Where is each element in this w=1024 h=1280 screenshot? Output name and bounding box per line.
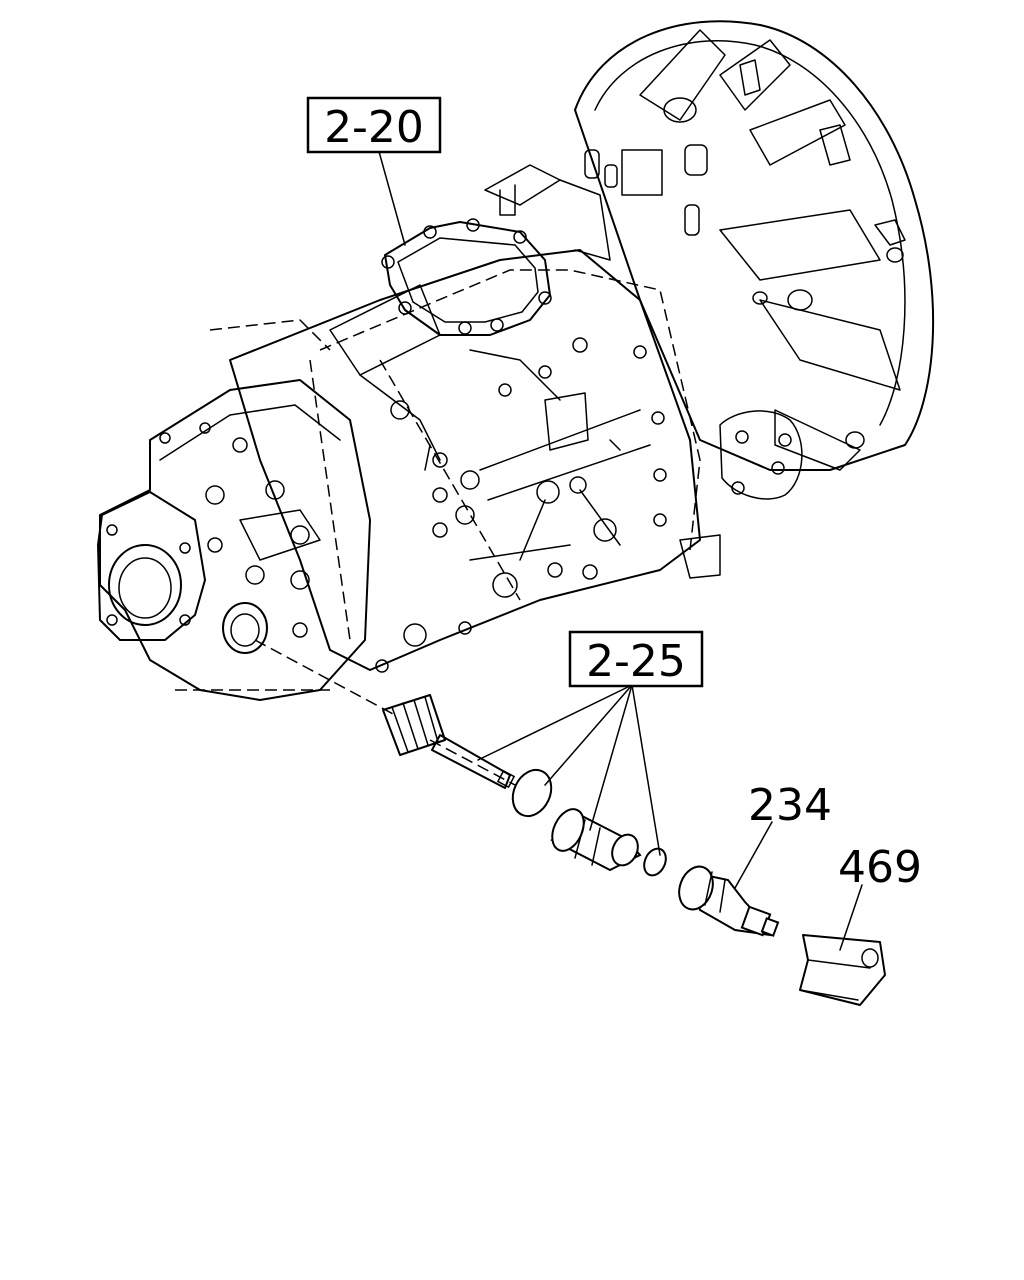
assembly-axis-line (254, 639, 396, 716)
driven-gear (382, 694, 515, 789)
leader-lines (377, 147, 863, 951)
sleeve (550, 808, 642, 872)
retainer-plate-469 (799, 934, 886, 1006)
speedometer-parts (254, 639, 886, 1006)
rear-extension-housing (97, 319, 371, 701)
callout-2-25[interactable]: 2-25 (568, 630, 704, 688)
bell-housing (574, 20, 935, 579)
callout-2-20[interactable]: 2-20 (306, 96, 442, 154)
transmission-assembly (97, 20, 935, 701)
bushing (643, 847, 667, 877)
main-case (229, 164, 701, 673)
callout-234-label[interactable]: 234 (748, 780, 832, 831)
callout-2-25-label: 2-25 (586, 636, 686, 687)
o-ring (511, 768, 553, 818)
callout-2-20-label: 2-20 (324, 102, 424, 153)
speedometer-sensor-234 (678, 865, 780, 937)
callout-469-label[interactable]: 469 (838, 842, 922, 893)
